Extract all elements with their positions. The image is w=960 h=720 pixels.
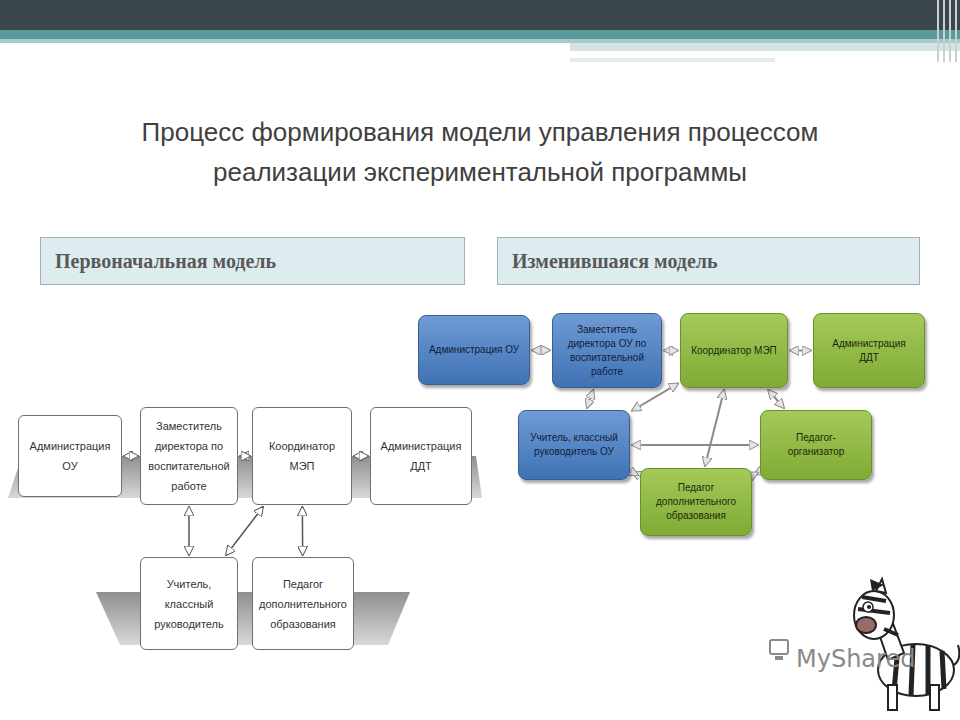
connector-arrow [768,390,784,408]
process-box: Администрация ДДТ [813,313,925,388]
process-box: Администрация ДДТ [370,407,472,505]
panel-ground [482,300,942,545]
process-box: Координатор МЭП [680,313,788,388]
connector-arrow [754,473,758,475]
slide-title: Процесс формирования модели управления п… [90,112,870,192]
top-stripe [0,30,960,39]
zebra-illustration [854,579,959,710]
watermark-icon [770,640,788,660]
process-box: Учитель, классный руководитель ОУ [518,410,630,480]
connector-arrow [705,390,724,466]
connector-arrow [790,350,811,352]
box-text: Педагог-организатор [769,431,863,459]
box-text: Администрация ДДТ [822,337,916,365]
process-box: Заместитель директора ОУ по воспитательн… [552,313,662,388]
process-box: Администрация ОУ [18,415,122,497]
top-stripe [0,39,960,43]
process-box: Педагог дополнительного образования [640,468,752,536]
box-text: Учитель, классный руководитель ОУ [527,431,621,459]
box-text: Педагог дополнительного образования [259,574,347,634]
model-header: Изменившаяся модель [497,237,920,285]
process-box: Координатор МЭП [252,407,352,505]
connector-arrow [302,507,304,555]
top-stripe [570,43,960,51]
box-text: Педагог дополнительного образования [649,481,743,523]
process-box: Администрация ОУ [418,315,530,385]
title-text: Процесс формирования модели управления п… [142,117,819,187]
box-text: Координатор МЭП [259,436,345,476]
box-text: Изменившаяся модель [512,250,718,273]
box-text: Заместитель директора по воспитательной … [147,416,231,496]
connector-arrow [240,455,250,457]
process-box: Учитель, классный руководитель [140,557,238,650]
top-stripe [570,58,775,62]
process-box: Педагог дополнительного образования [252,557,354,650]
box-text: Координатор МЭП [691,344,777,358]
connector-arrow [124,455,138,457]
connector-arrow [188,507,190,555]
box-text: Заместитель директора ОУ по воспитательн… [561,323,653,379]
connector-arrow [587,390,593,408]
box-text: Первоначальная модель [55,250,276,273]
connector-arrow [632,472,638,475]
connector-arrow [532,349,550,351]
box-text: Учитель, классный руководитель [147,574,231,634]
side-lines [938,0,956,62]
connector-arrow [632,444,758,446]
watermark: MyShared [796,645,915,673]
connector-arrow [226,507,263,555]
connector-arrow [354,455,368,457]
box-text: Администрация ОУ [25,436,115,476]
box-text: Администрация ОУ [429,343,519,357]
model-header: Первоначальная модель [40,237,465,285]
connector-arrow [664,350,678,352]
box-text: Администрация ДДТ [377,436,465,476]
process-box: Заместитель директора по воспитательной … [140,407,238,505]
top-bar [0,0,960,30]
process-box: Педагог-организатор [760,410,872,480]
